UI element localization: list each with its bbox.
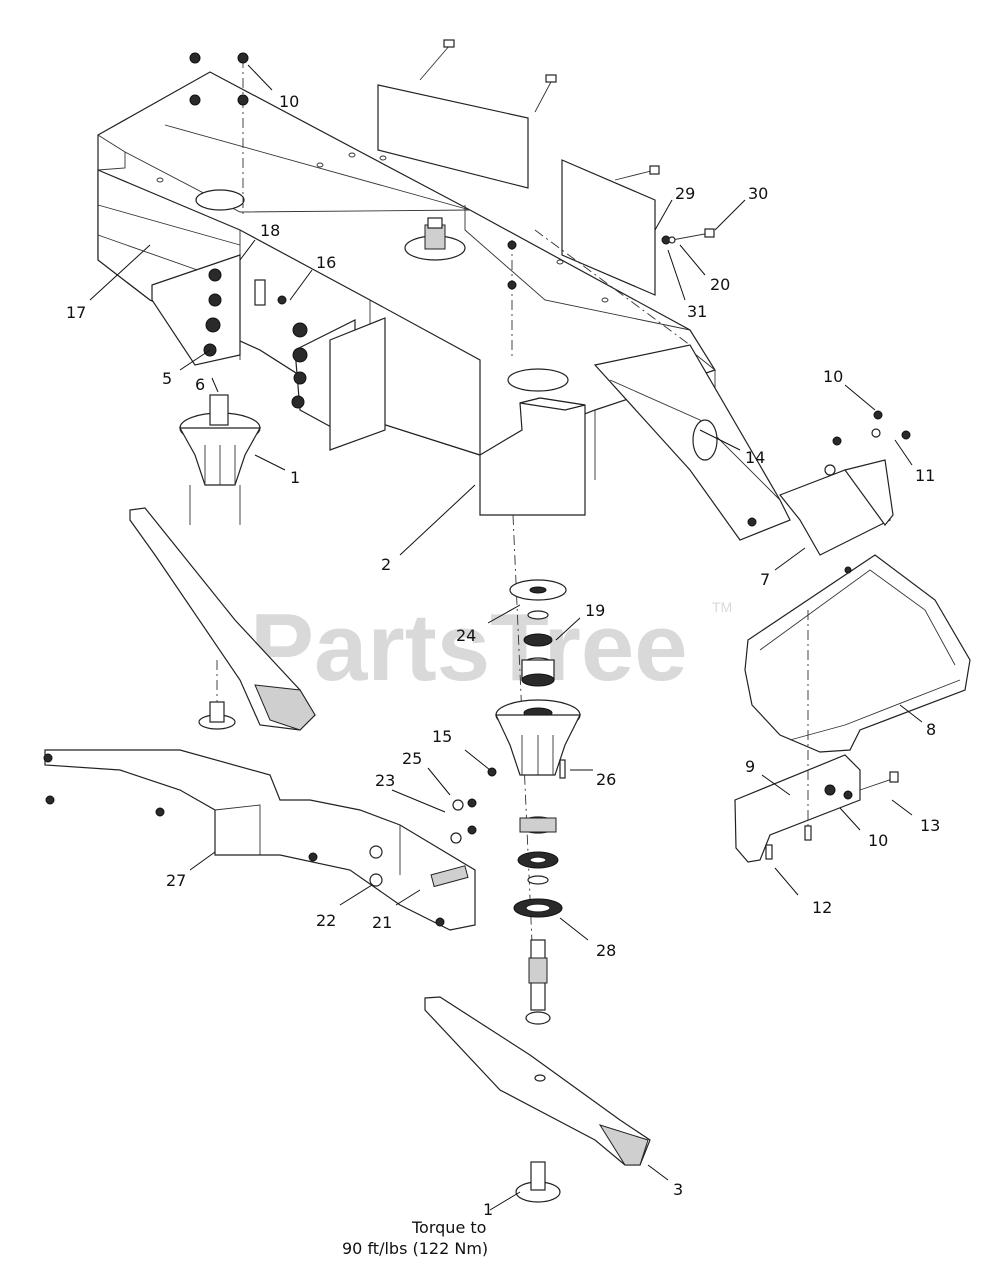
torque-line-1: Torque to [411,1218,486,1237]
cover-fasteners [369,759,566,887]
callout-26: 26 [596,770,616,789]
bolts-top [419,39,715,245]
callout-6: 6 [195,375,205,394]
callout-10: 10 [279,92,299,111]
bracket-7 [747,410,911,556]
callout-17: 17 [66,303,86,322]
callout-9: 9 [745,757,755,776]
right-frame-rail [593,344,791,541]
callout-16: 16 [316,253,336,272]
center-spindle-mount [404,217,466,261]
idler-bracket-center [291,317,386,451]
callout-20: 20 [710,275,730,294]
deflector-8 [744,554,971,753]
callout-25: 25 [402,749,422,768]
torque-note: Torque to 90 ft/lbs (122 Nm) [342,1218,488,1258]
leader-lines [89,64,923,1211]
callout-12: 12 [812,898,832,917]
callout-21: 21 [372,913,392,932]
blade-left [129,507,316,731]
callout-10-lower: 10 [868,831,888,850]
plate-29 [561,159,656,296]
callout-31: 31 [687,302,707,321]
callout-labels: 10 18 16 17 5 6 1 2 29 30 20 31 14 10 11… [66,92,940,1219]
callout-10-right: 10 [823,367,843,386]
callout-29: 29 [675,184,695,203]
callout-22: 22 [316,911,336,930]
blade-bottom [424,996,651,1203]
plate-top [377,84,529,189]
callout-14: 14 [745,448,765,467]
assembly-line-right [534,229,691,346]
spindle-cover [479,397,586,516]
callout-11: 11 [915,466,935,485]
bracket-9 [734,610,899,863]
callout-1-bottom: 1 [483,1200,493,1219]
callout-1-left: 1 [290,468,300,487]
callout-8: 8 [926,720,936,739]
callout-27: 27 [166,871,186,890]
callout-3: 3 [673,1180,683,1199]
callout-2: 2 [381,555,391,574]
callout-24: 24 [456,626,476,645]
spindle-left [178,394,262,525]
callout-30: 30 [748,184,768,203]
belt-cover [43,749,476,931]
callout-18: 18 [260,221,280,240]
callout-5: 5 [162,369,172,388]
callout-19: 19 [585,601,605,620]
callout-7: 7 [760,570,770,589]
watermark-trademark: TM [712,599,732,615]
callout-28: 28 [596,941,616,960]
spindle-center-stack [495,579,581,1025]
top-nuts [189,52,517,290]
callout-23: 23 [375,771,395,790]
callout-15: 15 [432,727,452,746]
callout-13: 13 [920,816,940,835]
torque-line-2: 90 ft/lbs (122 Nm) [342,1239,488,1258]
watermark-text: PartsTree [250,594,688,701]
